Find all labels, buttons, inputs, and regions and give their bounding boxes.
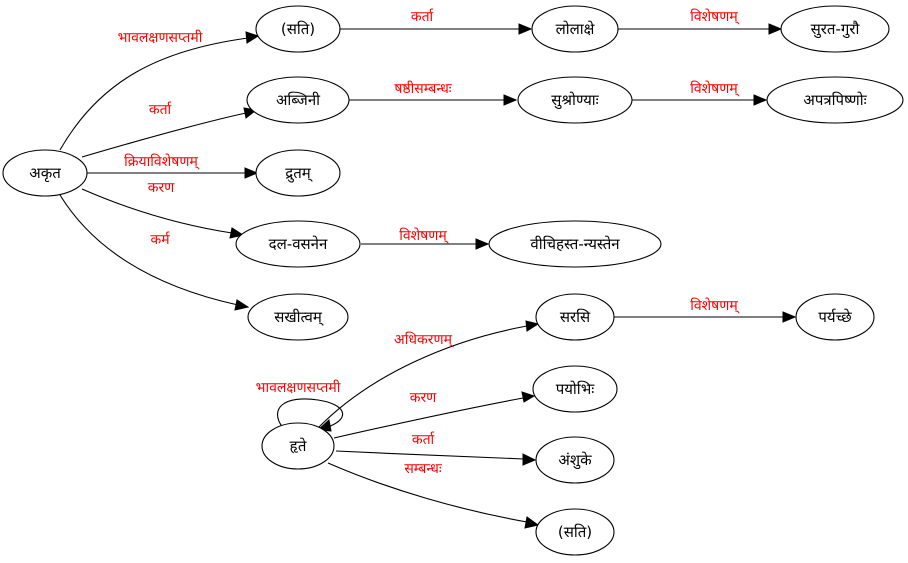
edge-label-bhavalakshana-2: भावलक्षणसप्तमी <box>256 379 341 396</box>
node-label-paryanke: पर्यच्छे <box>818 308 852 326</box>
node-payobhih: पयोभिः <box>532 365 618 413</box>
edge-label-visheshana-4: विशेषणम् <box>690 297 740 314</box>
edge-label-karana-1: करण <box>148 180 175 196</box>
edge-hrte-amshuke <box>335 450 537 466</box>
node-label-akrta: अकृत <box>29 164 61 183</box>
node-label-sati-1: (सति) <box>281 20 315 38</box>
edge-label-shashthi-sambandha: षष्ठीसम्बन्धः <box>394 80 452 97</box>
edge-hrte-sarasi <box>317 320 540 429</box>
node-label-surata-gurau: सुरत-गुरौ <box>811 20 861 39</box>
edge-abjini-sushronyah <box>349 94 518 106</box>
node-lolakshe: लोलाक्षे <box>531 5 619 53</box>
edge-sati-lolakshe <box>340 23 533 35</box>
node-label-vichihasta-nyastena: वीचिहस्त-न्यस्तेन <box>530 235 620 253</box>
node-abjini: अब्जिनी <box>246 76 350 124</box>
node-label-payobhih: पयोभिः <box>556 380 596 398</box>
node-label-apatrapishnoh: अपत्रपिष्णोः <box>803 91 867 109</box>
edge-hrte-payobhih <box>333 391 536 439</box>
edge-akrta-sakhitvam <box>59 194 250 311</box>
node-sakhitvam: सखीत्वम् <box>247 293 349 341</box>
edge-akrta-drutam <box>87 167 259 179</box>
node-sati-1: (सति) <box>255 5 341 53</box>
node-hrte: हृते <box>261 422 335 470</box>
node-label-sushronyah: सुश्रोण्याः <box>551 91 599 110</box>
edge-label-karta-2: कर्ता <box>149 101 172 118</box>
node-label-sarasi: सरसि <box>560 308 591 326</box>
node-sushronyah: सुश्रोण्याः <box>517 76 633 124</box>
edge-label-karana-2: करण <box>410 390 437 406</box>
node-drutam: द्रुतम् <box>255 149 341 197</box>
node-label-abjini: अब्जिनी <box>276 91 321 109</box>
edge-label-visheshana-2: विशेषणम् <box>690 80 740 97</box>
edge-label-adhikarana: अधिकरणम् <box>394 331 454 348</box>
edge-hrte-sati2 <box>327 462 540 529</box>
node-label-drutam: द्रुतम् <box>285 164 312 183</box>
node-apatrapishnoh: अपत्रपिष्णोः <box>766 76 904 124</box>
edge-sushronyah-apatrapishnoh <box>632 94 768 106</box>
node-label-sakhitvam: सखीत्वम् <box>274 308 324 326</box>
node-dala-vasanena: दल-वसनेन <box>235 220 361 268</box>
edge-label-sambandha: सम्बन्धः <box>404 461 442 477</box>
edge-label-bhavalakshana-1: भावलक्षणसप्तमी <box>118 29 203 46</box>
edge-label-visheshana-3: विशेषणम् <box>399 227 449 244</box>
edge-akrta-sati <box>59 31 260 151</box>
node-akrta: अकृत <box>2 149 88 197</box>
node-amshuke: अंशुके <box>535 436 615 484</box>
node-label-lolakshe: लोलाक्षे <box>556 20 595 38</box>
node-label-hrte: हृते <box>290 437 307 455</box>
node-paryanke: पर्यच्छे <box>795 293 875 341</box>
node-sati-2: (सति) <box>535 508 615 556</box>
edge-label-karta-1: कर्ता <box>411 8 434 25</box>
edge-lolakshe-surata <box>618 23 783 35</box>
node-surata-gurau: सुरत-गुरौ <box>780 5 890 53</box>
edge-sarasi-paryanke <box>614 311 797 323</box>
edge-akrta-dala <box>81 188 245 239</box>
edge-dala-vichihasta <box>361 238 490 250</box>
node-label-dala-vasanena: दल-वसनेन <box>269 235 328 253</box>
edge-label-kriyavisheshana: क्रियाविशेषणम् <box>124 153 200 170</box>
node-label-amshuke: अंशुके <box>558 451 592 470</box>
edge-label-karma: कर्म <box>150 231 170 248</box>
node-label-sati-2: (सति) <box>558 523 592 541</box>
node-vichihasta-nyastena: वीचिहस्त-न्यस्तेन <box>488 220 662 268</box>
edge-label-visheshana-1: विशेषणम् <box>690 8 740 25</box>
edge-label-karta-3: कर्ता <box>412 431 435 448</box>
node-sarasi: सरसि <box>535 293 615 341</box>
